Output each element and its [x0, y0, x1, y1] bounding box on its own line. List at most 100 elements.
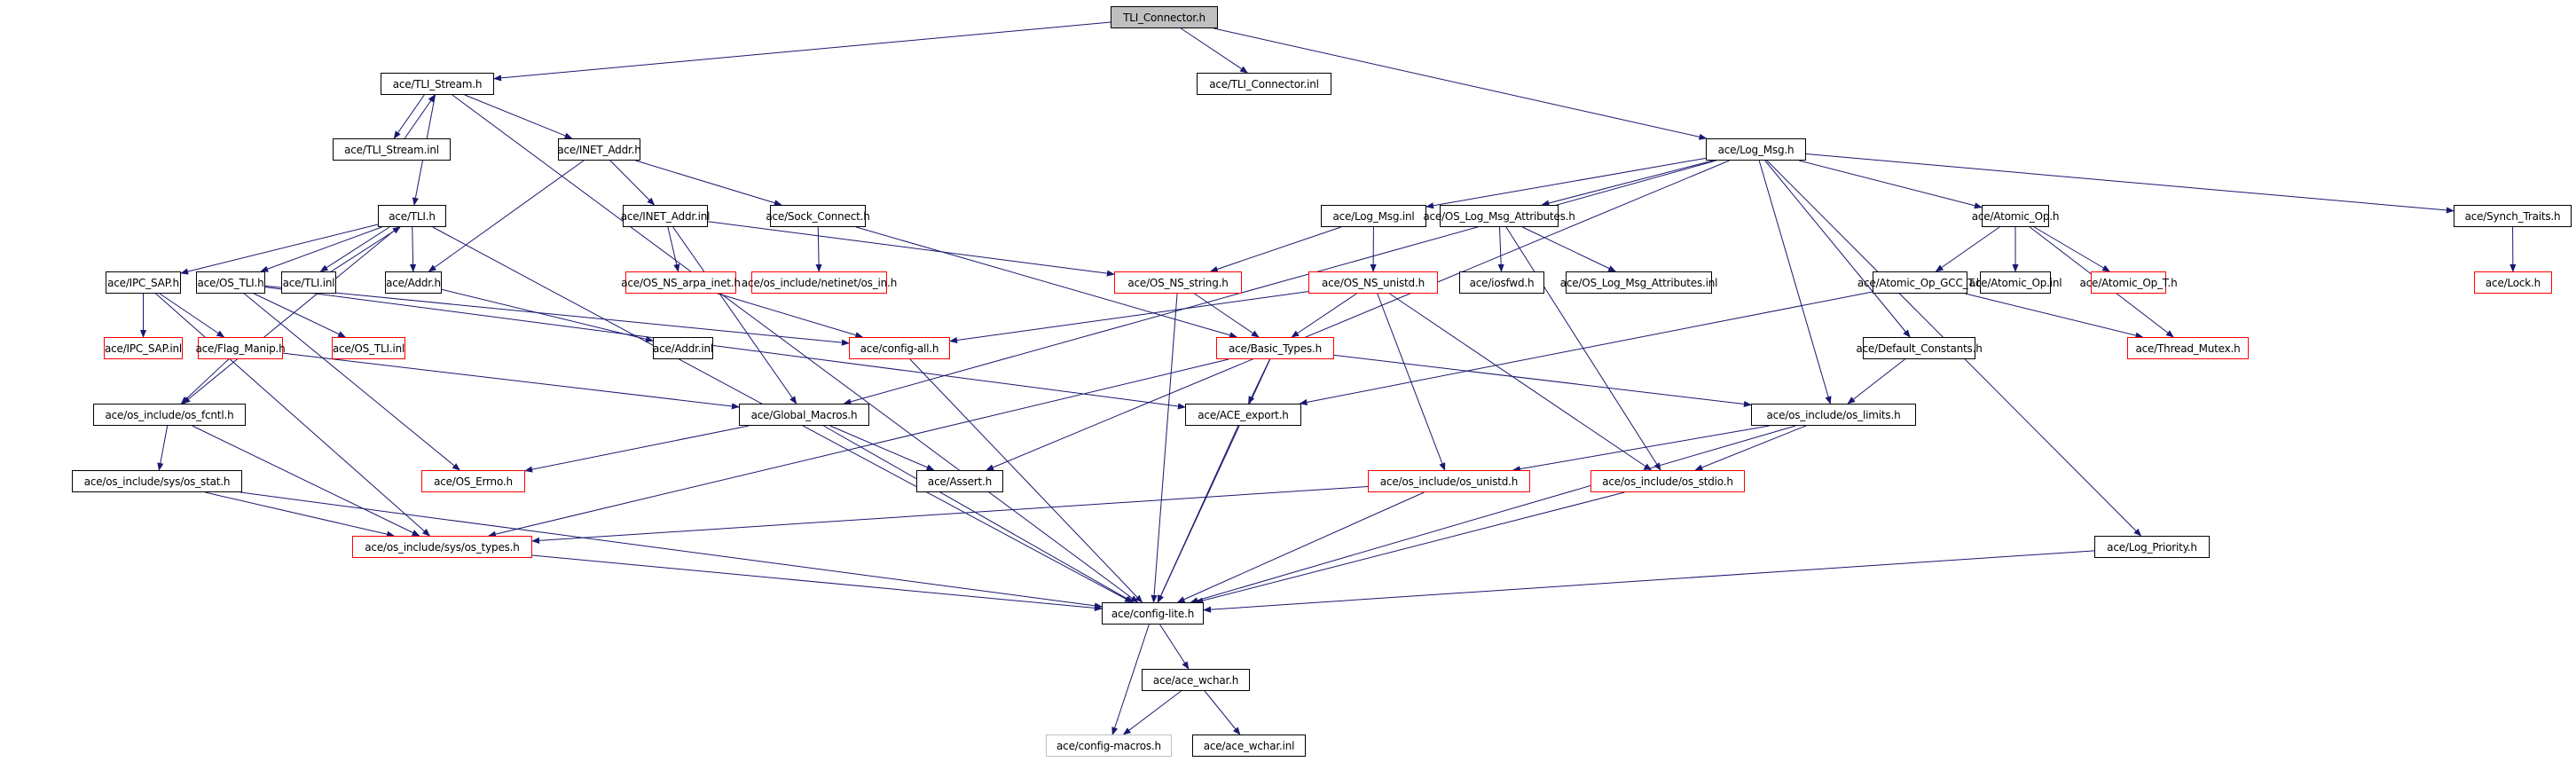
- node-log-priority-h[interactable]: ace/Log_Priority.h: [2094, 536, 2210, 558]
- edge-os_stat_h-to-config_lite_h: [240, 491, 1103, 609]
- node-default-constants-h[interactable]: ace/Default_Constants.h: [1856, 337, 1983, 359]
- node-os-errno-h[interactable]: ace/OS_Errno.h: [421, 470, 525, 492]
- edge-inet_addr_h-to-addr_h: [428, 160, 585, 272]
- node-basic-types-h[interactable]: ace/Basic_Types.h: [1216, 337, 1334, 359]
- edge-os_tli_h-to-os_tli_inl: [254, 293, 347, 338]
- edge-flag_manip_h-to-os_fcntl_h: [180, 358, 230, 405]
- node-os-ns-arpa-inet-h[interactable]: ace/OS_NS_arpa_inet.h: [621, 271, 741, 294]
- node-assert-h[interactable]: ace/Assert.h: [916, 470, 1003, 492]
- edge-log_msg_h-to-default_constants_h: [1764, 160, 1911, 338]
- node-tli-h[interactable]: ace/TLI.h: [378, 205, 446, 227]
- node-iosfwd-h[interactable]: ace/iosfwd.h: [1459, 271, 1544, 294]
- edge-tli_connector_h-to-log_msg_h: [1213, 27, 1708, 140]
- node-tli-connector-inl[interactable]: ace/TLI_Connector.inl: [1197, 73, 1331, 95]
- node-addr-h[interactable]: ace/Addr.h: [385, 271, 442, 294]
- edge-basic_types_h-to-os_limits_h: [1333, 354, 1752, 408]
- node-inet-addr-inl[interactable]: ace/INET_Addr.inl: [621, 205, 710, 227]
- node-os-log-msg-attributes-h[interactable]: ace/OS_Log_Msg_Attributes.h: [1423, 205, 1575, 227]
- edge-os_tli_h-to-config_all_h: [264, 285, 850, 346]
- node-os-include-os-fcntl-h[interactable]: ace/os_include/os_fcntl.h: [93, 404, 246, 426]
- edge-inet_addr_inl-to-os_ns_string_h: [707, 221, 1115, 277]
- edge-os_types_h-to-config_lite_h: [531, 554, 1103, 611]
- edge-os_log_msg_attr_h-to-iosfwd_h: [1497, 226, 1504, 272]
- node-os-include-os-stdio-h[interactable]: ace/os_include/os_stdio.h: [1590, 470, 1745, 492]
- edge-os_ns_unistd_h-to-os_stdio_h: [1389, 293, 1653, 471]
- node-os-log-msg-attributes-inl[interactable]: ace/OS_Log_Msg_Attributes.inl: [1560, 271, 1718, 294]
- node-flag-manip-h[interactable]: ace/Flag_Manip.h: [195, 337, 286, 359]
- node-ipc-sap-inl[interactable]: ace/IPC_SAP.inl: [104, 337, 183, 359]
- edge-ace_wchar_h-to-config_macros_h: [1122, 690, 1182, 735]
- edge-os_fcntl_h-to-os_stat_h: [157, 425, 169, 471]
- node-tli-stream-inl[interactable]: ace/TLI_Stream.inl: [333, 138, 451, 161]
- node-ipc-sap-h[interactable]: ace/IPC_SAP.h: [106, 271, 181, 294]
- node-os-include-sys-os-types-h[interactable]: ace/os_include/sys/os_types.h: [352, 536, 532, 558]
- edge-inet_addr_h-to-sock_connect_h: [635, 160, 782, 207]
- edge-global_macros_h-to-config_lite_h: [823, 425, 1135, 603]
- edge-os_unistd_h-to-os_types_h: [531, 485, 1369, 544]
- edge-ipc_sap_h-to-os_types_h: [155, 293, 431, 537]
- node-tli-stream-h[interactable]: ace/TLI_Stream.h: [381, 73, 494, 95]
- node-addr-inl[interactable]: ace/Addr.inl: [653, 337, 713, 359]
- node-log-msg-h[interactable]: ace/Log_Msg.h: [1706, 138, 1806, 161]
- edge-atomic_op_gcc_t_h-to-thread_mutex_h: [1965, 293, 2144, 339]
- node-atomic-op-t-h[interactable]: ace/Atomic_Op_T.h: [2079, 271, 2178, 294]
- node-synch-traits-h[interactable]: ace/Synch_Traits.h: [2454, 205, 2572, 227]
- edge-atomic_op_gcc_t_h-to-ace_export_h: [1299, 291, 1873, 405]
- edge-log_msg_h-to-assert_h: [986, 160, 1730, 471]
- node-ace-export-h[interactable]: ace/ACE_export.h: [1185, 404, 1301, 426]
- node-sock-connect-h[interactable]: ace/Sock_Connect.h: [766, 205, 870, 227]
- node-os-include-netinet-os-in-h[interactable]: ace/os_include/netinet/os_in.h: [742, 271, 897, 294]
- node-ace-wchar-inl[interactable]: ace/ace_wchar.inl: [1192, 735, 1306, 757]
- edge-basic_types_h-to-os_types_h: [488, 358, 1229, 538]
- edge-tli_stream_h-to-tli_stream_inl: [393, 94, 425, 139]
- node-log-msg-inl[interactable]: ace/Log_Msg.inl: [1321, 205, 1426, 227]
- node-os-include-sys-os-stat-h[interactable]: ace/os_include/sys/os_stat.h: [72, 470, 242, 492]
- edge-log_msg_h-to-os_limits_h: [1758, 160, 1832, 405]
- node-thread-mutex-h[interactable]: ace/Thread_Mutex.h: [2127, 337, 2249, 359]
- edge-global_macros_h-to-os_errno_h: [524, 425, 750, 473]
- edge-tli_h-to-addr_h: [409, 226, 417, 272]
- node-os-ns-unistd-h[interactable]: ace/OS_NS_unistd.h: [1308, 271, 1438, 294]
- edge-tli_stream_inl-to-tli_stream_h: [404, 94, 436, 139]
- node-ace-wchar-h[interactable]: ace/ace_wchar.h: [1142, 669, 1250, 691]
- node-tli-inl[interactable]: ace/TLI.inl: [281, 271, 336, 294]
- edge-inet_addr_inl-to-global_macros_h: [672, 226, 797, 405]
- edge-os_stat_h-to-os_types_h: [205, 491, 396, 538]
- edge-tli_stream_h-to-inet_addr_h: [464, 94, 573, 139]
- edge-os_ns_string_h-to-basic_types_h: [1194, 293, 1260, 338]
- node-inet-addr-h[interactable]: ace/INET_Addr.h: [557, 138, 641, 161]
- edge-atomic_op_h-to-atomic_op_gcc_t_h: [1935, 226, 2000, 272]
- edge-os_limits_h-to-os_stdio_h: [1694, 425, 1807, 471]
- edge-sock_connect_h-to-basic_types_h: [856, 226, 1238, 339]
- node-os-include-os-limits-h[interactable]: ace/os_include/os_limits.h: [1751, 404, 1916, 426]
- edge-sock_connect_h-to-os_in_h: [815, 226, 822, 272]
- node-os-tli-inl[interactable]: ace/OS_TLI.inl: [332, 337, 405, 359]
- edge-config_lite_h-to-ace_wchar_h: [1159, 624, 1190, 670]
- node-os-tli-h[interactable]: ace/OS_TLI.h: [196, 271, 265, 294]
- node-lock-h[interactable]: ace/Lock.h: [2474, 271, 2552, 294]
- edge-ipc_sap_h-to-flag_manip_h: [159, 293, 225, 338]
- edge-tli_h-to-tli_inl: [319, 226, 390, 272]
- node-atomic-op-gcc-t-h[interactable]: ace/Atomic_Op_GCC_T.h: [1857, 271, 1983, 294]
- edge-atomic_op_h-to-atomic_op_t_h: [2033, 226, 2111, 272]
- node-atomic-op-inl[interactable]: ace/Atomic_Op.inl: [1969, 271, 2062, 294]
- node-os-ns-string-h[interactable]: ace/OS_NS_string.h: [1114, 271, 1242, 294]
- node-config-lite-h[interactable]: ace/config-lite.h: [1102, 602, 1204, 625]
- node-os-include-os-unistd-h[interactable]: ace/os_include/os_unistd.h: [1368, 470, 1530, 492]
- edge-os_log_msg_attr_h-to-os_log_msg_attr_inl: [1522, 226, 1617, 272]
- edge-tli_h-to-os_tli_h: [260, 226, 382, 272]
- node-config-macros-h: ace/config-macros.h: [1046, 735, 1172, 757]
- node-atomic-op-h[interactable]: ace/Atomic_Op.h: [1972, 205, 2059, 227]
- edge-log_msg_h-to-global_macros_h: [843, 160, 1716, 405]
- edge-tli_h-to-ipc_sap_h: [180, 224, 379, 275]
- node-config-all-h[interactable]: ace/config-all.h: [849, 337, 950, 359]
- edge-os_tli_h-to-os_errno_h: [243, 293, 460, 471]
- edge-os_limits_h-to-config_lite_h: [1190, 425, 1796, 604]
- edge-addr_h-to-addr_inl: [441, 288, 654, 342]
- node-global-macros-h[interactable]: ace/Global_Macros.h: [739, 404, 869, 426]
- edge-default_constants_h-to-os_limits_h: [1847, 358, 1905, 405]
- edge-ace_export_h-to-config_lite_h: [1157, 425, 1239, 603]
- edge-flag_manip_h-to-global_macros_h: [282, 352, 740, 410]
